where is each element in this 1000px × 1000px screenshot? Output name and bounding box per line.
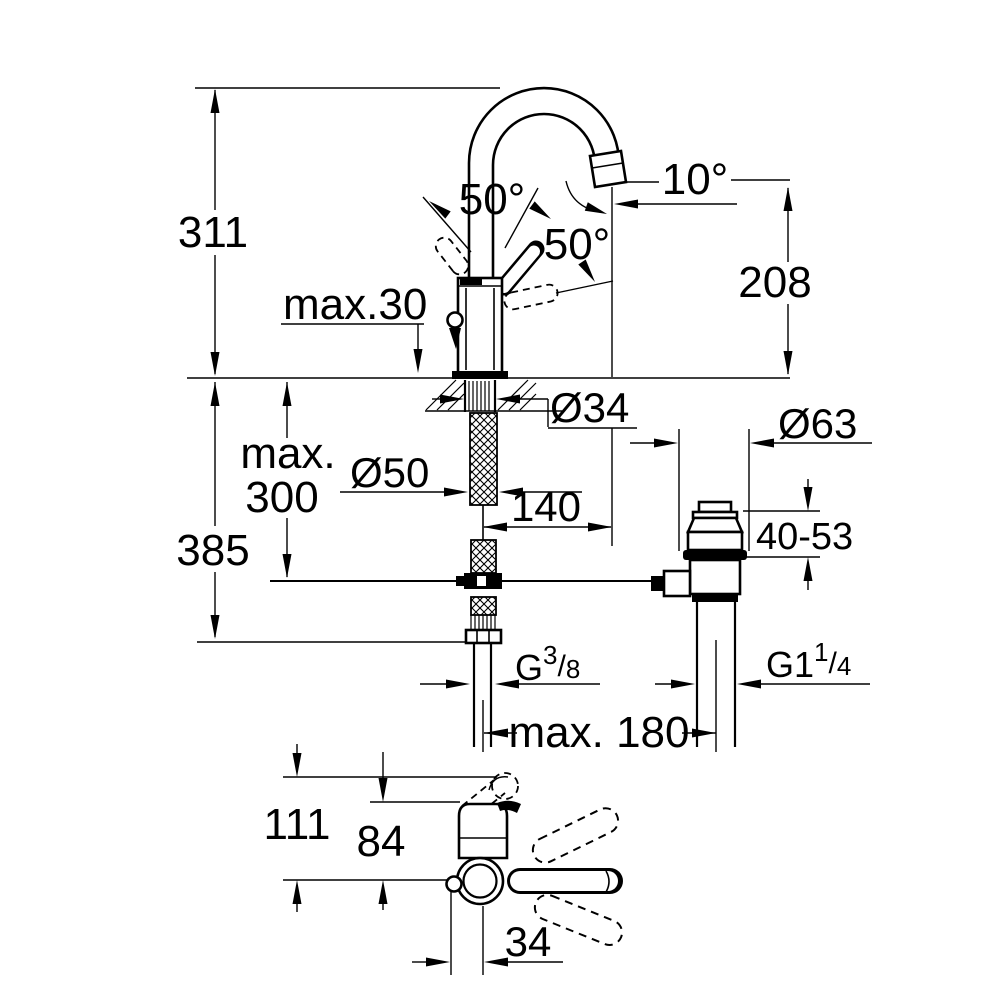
dia-waste-flange: Ø63: [778, 400, 857, 447]
thread-supply: G3/8: [515, 640, 580, 688]
waste-knob: [697, 500, 733, 514]
dim-hose-depth-value: 300: [245, 473, 318, 522]
thread-waste-sup: 1: [814, 637, 828, 667]
rod-coupling: [651, 569, 692, 598]
pop-up-waste-assembly: [651, 500, 747, 747]
dim-top-reach-total: 111: [264, 800, 331, 849]
faucet-side-view: [434, 86, 628, 379]
dim-pipe-distance: max. 180: [509, 708, 690, 757]
dim-hose-depth-word: max.: [240, 429, 335, 478]
waste-flange-ring: [683, 550, 747, 560]
thread-supply-sup: 3: [543, 640, 557, 670]
pull-rod-top: [445, 875, 463, 893]
thread-supply-slash: /: [557, 650, 566, 683]
base-escutcheon: [452, 371, 508, 379]
spout-inner-arc: [491, 112, 597, 292]
faucet-top-view: [445, 772, 623, 947]
thread-waste: G11/4: [766, 637, 851, 685]
dim-spout-reach: 140: [511, 483, 581, 530]
dim-deck-thickness: max.30: [283, 280, 427, 329]
dim-overall-depth: 385: [176, 526, 249, 575]
thread-supply-sub: 8: [566, 654, 580, 684]
angle-spout: 10°: [662, 155, 729, 204]
dimension-labels: 311 max.30 50° 50° 10° 208 Ø34 Ø63 max. …: [176, 155, 857, 965]
lever-handle: [495, 240, 545, 296]
dim-overall-height: 311: [178, 208, 248, 257]
mixer-body: [456, 276, 504, 376]
below-deck-assembly: [270, 380, 651, 747]
dim-rod-offset: 34: [505, 918, 552, 965]
flexible-hoses: [456, 412, 502, 616]
spout-body-top: [457, 800, 521, 860]
lever-handle-top: [507, 868, 623, 894]
dia-shank: Ø34: [550, 384, 629, 431]
aerator-tip: [588, 149, 628, 189]
dim-spout-height: 208: [738, 258, 811, 307]
thread-supply-main: G: [515, 647, 543, 688]
handle-swing-positions: [434, 236, 559, 311]
dim-clamp-range: 40-53: [756, 516, 853, 558]
thread-waste-sub: 4: [837, 651, 851, 681]
supply-pipe: [464, 615, 503, 747]
angle-handle-left: 50°: [459, 175, 526, 224]
dim-top-reach-outlet: 84: [357, 817, 406, 866]
thread-waste-main: G1: [766, 644, 814, 685]
pull-rod-knob: [446, 311, 464, 349]
spout-outer-arc: [467, 86, 621, 292]
thread-waste-slash: /: [829, 647, 838, 680]
angle-handle-right: 50°: [544, 220, 611, 269]
dia-base-hole: Ø50: [350, 449, 429, 496]
threaded-shank: [463, 380, 497, 412]
handle-swing-positions-top: [531, 807, 623, 947]
